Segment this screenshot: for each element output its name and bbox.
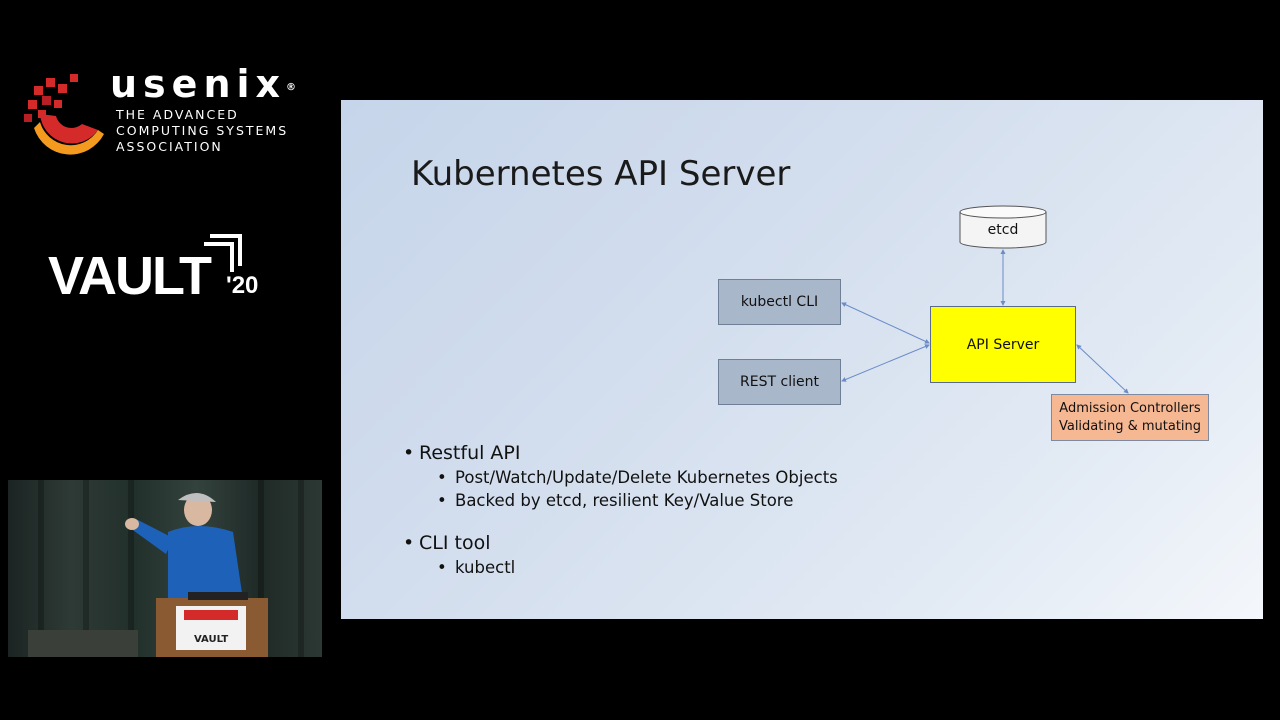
slide-bullets: Restful API Post/Watch/Update/Delete Kub… <box>403 440 838 579</box>
sub-bullet: kubectl <box>403 556 838 579</box>
etcd-label: etcd <box>987 222 1019 238</box>
usenix-wordmark: usenix® <box>110 62 297 106</box>
presentation-slide: Kubernetes API Server etcd kubectl CLI R… <box>341 100 1263 619</box>
admission-controllers-box: Admission Controllers Validating & mutat… <box>1051 394 1209 441</box>
tagline-line: THE ADVANCED <box>116 107 239 122</box>
speaker-figure-icon: VAULT <box>28 492 268 657</box>
bullet-cli-tool: CLI tool <box>403 530 838 556</box>
sub-bullet: Backed by etcd, resilient Key/Value Stor… <box>403 489 838 512</box>
admission-line: Validating & mutating <box>1058 418 1202 434</box>
vault-year: '20 <box>226 272 259 299</box>
vault-chevrons-icon <box>204 234 242 272</box>
svg-text:VAULT: VAULT <box>194 634 228 645</box>
sub-bullet: Post/Watch/Update/Delete Kubernetes Obje… <box>403 466 838 489</box>
api-server-box: API Server <box>930 306 1076 383</box>
admission-line: Admission Controllers <box>1059 400 1201 416</box>
registered-mark: ® <box>286 82 297 93</box>
rest-client-box: REST client <box>718 359 841 405</box>
bullet-restful-api: Restful API <box>403 440 838 466</box>
kubectl-cli-box: kubectl CLI <box>718 279 841 325</box>
speaker-video: VAULT <box>8 480 322 657</box>
tagline-line: ASSOCIATION <box>116 139 223 154</box>
tagline-line: COMPUTING SYSTEMS <box>116 123 289 138</box>
usenix-tagline: THE ADVANCED COMPUTING SYSTEMS ASSOCIATI… <box>116 107 288 155</box>
vault-wordmark: VAULT <box>48 246 212 306</box>
usenix-logo-icon <box>24 74 104 155</box>
slide-title: Kubernetes API Server <box>411 154 791 194</box>
